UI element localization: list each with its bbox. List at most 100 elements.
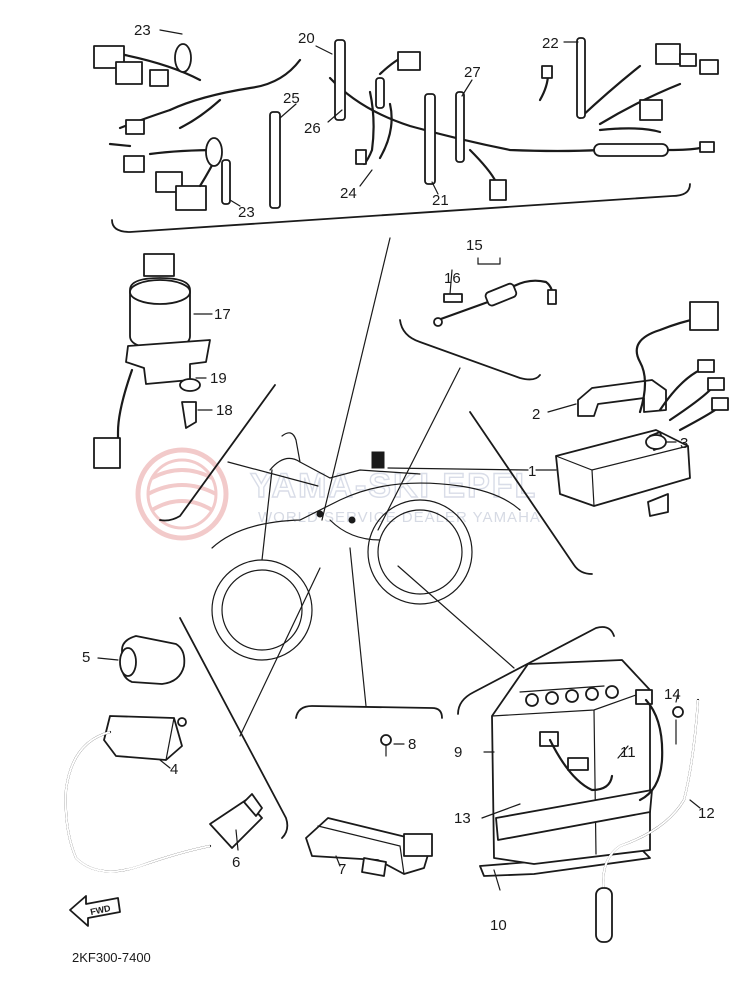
battery-cap xyxy=(545,691,559,705)
section-brackets xyxy=(111,183,691,839)
harness-branch-left xyxy=(168,58,302,112)
cdi-terminal xyxy=(711,397,729,411)
part-label-22: 22 xyxy=(542,35,559,52)
screw-8 xyxy=(380,734,392,746)
frame-tank xyxy=(269,457,421,479)
rear-wheel-inner xyxy=(377,509,463,595)
ignition-key xyxy=(143,253,175,277)
battery-cap xyxy=(565,689,579,703)
bracket-harness xyxy=(111,183,691,233)
battery-lead-connector xyxy=(567,757,589,771)
part-label-17: 17 xyxy=(214,306,231,323)
harness-wire-ur xyxy=(578,64,642,120)
band xyxy=(375,77,385,109)
cdi-edge xyxy=(591,469,595,507)
part-label-8: 8 xyxy=(408,736,416,753)
part-label-3: 3 xyxy=(680,435,688,452)
rectifier-edge xyxy=(317,825,405,875)
part-label-14: 14 xyxy=(664,686,681,703)
front-fork xyxy=(261,469,273,561)
battery-assembly xyxy=(479,659,701,943)
bolt-18 xyxy=(181,401,197,429)
grommet xyxy=(205,137,223,167)
part-label-21: 21 xyxy=(432,192,449,209)
cdi-assembly xyxy=(535,301,729,517)
frame-mount-point xyxy=(316,510,324,518)
leader-ignition xyxy=(239,567,321,737)
leader-battery xyxy=(397,565,515,669)
main-switch-top xyxy=(129,279,191,305)
harness-wire xyxy=(378,102,393,160)
part-label-18: 18 xyxy=(216,402,233,419)
harness-connector xyxy=(149,69,169,87)
leader-5 xyxy=(97,657,119,661)
bolt-14 xyxy=(672,706,684,718)
bracket-cdi xyxy=(469,411,593,575)
leader-harness xyxy=(321,237,391,521)
fuse-assembly xyxy=(433,257,557,327)
part-labels: 23 20 22 27 25 26 24 21 23 15 16 17 19 1… xyxy=(82,22,715,934)
part-label-9: 9 xyxy=(454,744,462,761)
leader-26 xyxy=(327,109,343,123)
battery-terminal xyxy=(635,689,653,705)
battery-cap xyxy=(525,693,539,707)
leader-12 xyxy=(689,799,701,809)
battery-cap-line xyxy=(519,685,605,693)
harness-label-leaders xyxy=(159,29,579,207)
wire-harness xyxy=(93,37,719,211)
cdi-coupler xyxy=(689,301,719,331)
part-label-16: 16 xyxy=(444,270,461,287)
part-label-10: 10 xyxy=(490,917,507,934)
part-label-13: 13 xyxy=(454,810,471,827)
leader-16 xyxy=(449,269,453,295)
leader-23b xyxy=(229,199,241,207)
leader-20 xyxy=(315,45,333,55)
harness-wire xyxy=(598,127,662,134)
handlebar xyxy=(281,432,301,463)
bracket-ignition xyxy=(179,617,289,839)
harness-wire xyxy=(178,98,222,130)
part-label-15: 15 xyxy=(466,237,483,254)
cdi-wire xyxy=(658,368,702,412)
main-switch-assembly xyxy=(93,253,213,469)
part-label-23: 23 xyxy=(238,204,255,221)
part-5-end xyxy=(119,647,137,677)
harness-wire xyxy=(468,148,498,184)
harness-connector xyxy=(639,99,663,121)
harness-sleeve xyxy=(593,143,669,157)
forward-arrow: FWD xyxy=(69,895,121,927)
part-label-25: 25 xyxy=(283,90,300,107)
leader-2 xyxy=(547,403,577,413)
part-label-11: 11 xyxy=(620,744,636,761)
battery-lead xyxy=(638,698,664,802)
harness-wire xyxy=(118,52,202,82)
part-label-1: 1 xyxy=(528,463,536,480)
rectifier-coupler xyxy=(403,833,433,857)
harness-connector xyxy=(699,59,719,75)
harness-wire-right xyxy=(666,146,702,152)
band xyxy=(576,37,586,119)
nut-3 xyxy=(645,434,667,450)
spark-plug-cap-end xyxy=(243,793,263,817)
cdi-wire xyxy=(668,388,712,422)
battery-edge xyxy=(593,709,597,855)
rectifier-mount xyxy=(361,857,387,877)
watermark-logo xyxy=(135,447,229,541)
part-label-7: 7 xyxy=(338,861,346,878)
leader-10 xyxy=(493,869,501,891)
harness-terminal xyxy=(541,65,553,79)
harness-connector xyxy=(125,119,145,135)
part-label-12: 12 xyxy=(698,805,715,822)
leader-4 xyxy=(159,759,171,769)
front-wheel-inner xyxy=(221,569,303,651)
nut-19 xyxy=(179,378,201,392)
fuse-group-bracket xyxy=(477,257,501,265)
leader-cdi xyxy=(387,467,529,471)
harness-connector xyxy=(397,51,421,71)
main-switch-coupler xyxy=(93,437,121,469)
cdi-bracket-2 xyxy=(577,379,667,417)
battery-band-11 xyxy=(495,789,653,841)
motorcycle-frame xyxy=(211,432,521,661)
spark-plug-cap xyxy=(209,799,263,849)
leader-14 xyxy=(675,693,679,703)
